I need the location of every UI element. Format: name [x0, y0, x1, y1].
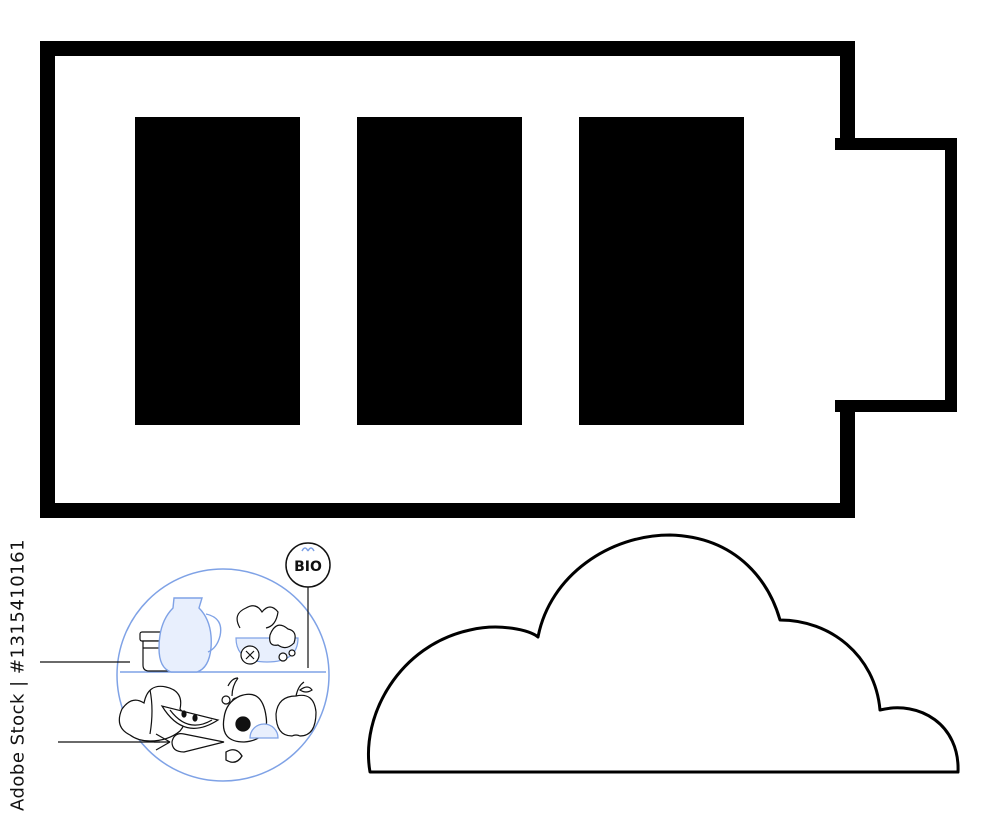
- stock-id-text: Adobe Stock | #1315410161: [7, 538, 29, 812]
- cloud-icon: [367, 533, 960, 774]
- apple-icon: [275, 681, 317, 737]
- organic-food-bowl-icon: BIO: [40, 542, 331, 782]
- bio-badge-icon: BIO: [285, 542, 331, 668]
- battery-cell-2: [357, 117, 522, 425]
- pitcher-icon: [158, 597, 222, 673]
- watermelon-icon: [160, 705, 220, 729]
- battery-cell-1: [135, 117, 300, 425]
- battery-terminal: [835, 138, 957, 412]
- lemon-icon: [225, 723, 279, 763]
- battery-cell-3: [579, 117, 744, 425]
- vegetables-icon: [235, 605, 299, 665]
- bio-badge-label: BIO: [294, 559, 322, 575]
- carrot-icon: [154, 733, 225, 753]
- stock-id-stamp: Adobe Stock | #1315410161: [4, 539, 32, 811]
- lettuce-icon: [118, 685, 186, 742]
